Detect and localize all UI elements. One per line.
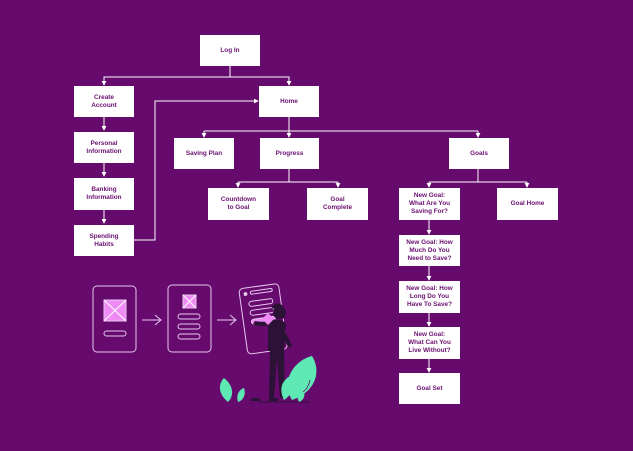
wireframe-phone-icon xyxy=(167,284,212,353)
connectors xyxy=(101,66,530,373)
banking-information-node: Banking Information xyxy=(74,178,134,210)
home-node: Home xyxy=(259,86,319,117)
progress-node: Progress xyxy=(260,138,319,169)
spending-habits-node: Spending Habits xyxy=(74,225,134,256)
saving-plan-node: Saving Plan xyxy=(174,138,234,169)
personal-information-node: Personal Information xyxy=(74,132,134,163)
arrow-right-icon xyxy=(142,314,162,326)
arrow-right-icon xyxy=(217,314,237,326)
goal-set-node: Goal Set xyxy=(399,373,460,404)
illustration xyxy=(92,283,317,403)
connector-spending-home xyxy=(134,98,259,241)
plant-leaf-icon xyxy=(219,356,317,402)
new-goal-what-node: New Goal: What Are You Saving For? xyxy=(399,188,460,220)
goal-complete-node: Goal Complete xyxy=(307,188,368,220)
countdown-to-goal-node: Countdown to Goal xyxy=(208,188,269,220)
new-goal-live-without-node: New Goal: What Can You Live Without? xyxy=(399,327,460,359)
goal-home-node: Goal Home xyxy=(497,188,558,220)
new-goal-how-long-node: New Goal: How Long Do You Have To Save? xyxy=(399,281,460,313)
person-holding-phone-icon xyxy=(238,283,310,403)
login-node: Log In xyxy=(200,35,260,66)
new-goal-how-much-node: New Goal: How Much Do You Need to Save? xyxy=(399,235,460,266)
connector-split-home xyxy=(230,76,292,86)
create-account-node: Create Account xyxy=(74,86,134,117)
connector-split-create-account xyxy=(101,76,230,86)
goals-node: Goals xyxy=(449,138,509,169)
wireframe-phone-icon xyxy=(92,285,137,353)
